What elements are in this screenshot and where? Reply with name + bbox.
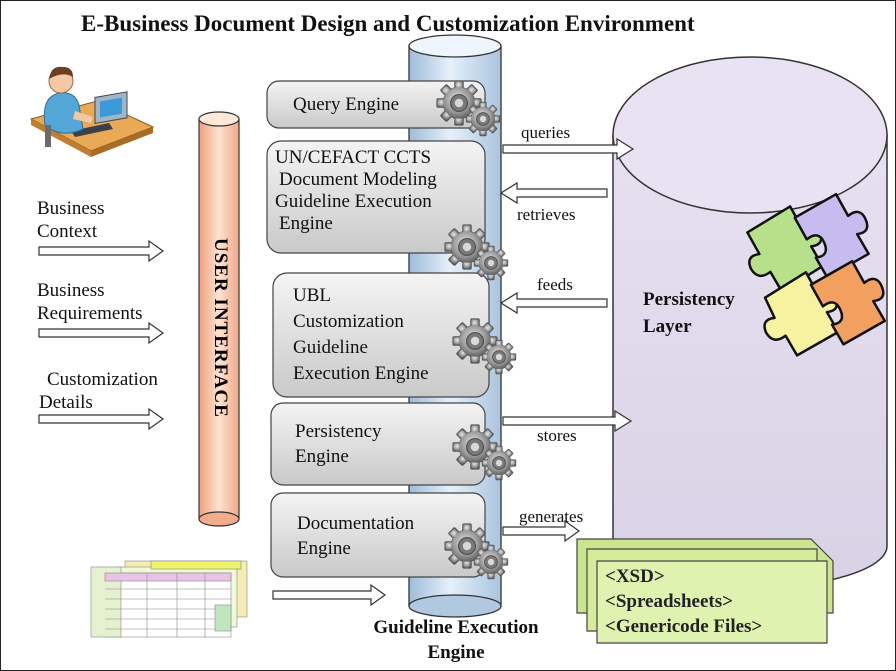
persistency-layer-line: Persistency <box>643 289 735 310</box>
ccts-engine-box <box>266 140 486 254</box>
engine-label-line: UBL <box>293 285 331 306</box>
flow-label-feeds: feeds <box>537 275 573 294</box>
output-genericode-files: <Genericode Files> <box>605 616 763 637</box>
persistency-layer-line: Layer <box>643 316 692 337</box>
puzzle-icon <box>746 192 887 357</box>
input-label-line: Requirements <box>37 303 143 324</box>
flow-arrows <box>499 137 635 543</box>
persistency-engine-label: Persistency Engine <box>295 419 382 469</box>
output-xsd: <XSD> <box>605 566 665 587</box>
input-label-line: Business <box>37 280 105 301</box>
output-documents-label: <XSD> <Spreadsheets> <Genericode Files> <box>605 564 762 639</box>
documentation-engine-box <box>270 492 486 578</box>
spreadsheet-thumbnail-icon <box>90 560 248 638</box>
user-interface-label: USER INTERFACE <box>210 238 231 418</box>
engine-label-line: Persistency <box>295 421 382 442</box>
diagram-title: E-Business Document Design and Customiza… <box>81 11 695 36</box>
output-documents <box>576 538 834 644</box>
guideline-execution-engine-label: Guideline Execution Engine <box>351 615 561 665</box>
persistency-layer-label: Persistency Layer <box>643 286 735 340</box>
engine-label-line: Engine <box>295 446 349 467</box>
input-label-line: Customization <box>47 369 158 390</box>
flow-label-stores: stores <box>537 426 577 445</box>
engine-label-line: UN/CEFACT CCTS <box>275 147 432 168</box>
input-business-requirements: Business Requirements <box>37 279 143 325</box>
input-customization-details: Customization Details <box>39 368 158 414</box>
flow-label-queries: queries <box>521 123 571 142</box>
engine-label-line: Engine <box>279 213 333 234</box>
user-at-computer-icon <box>29 66 155 157</box>
ubl-engine-label: UBL Customization Guideline Execution En… <box>293 283 429 387</box>
output-spreadsheets: <Spreadsheets> <box>605 591 733 612</box>
input-business-context: Business Context <box>37 197 105 243</box>
flow-label-retrieves: retrieves <box>517 205 576 224</box>
engine-label-line: Guideline <box>293 337 368 358</box>
guideline-label-line: Engine <box>427 642 485 663</box>
engine-label-line: Customization <box>293 311 404 332</box>
guideline-label-line: Guideline Execution <box>373 617 539 638</box>
persistency-layer-cylinder <box>612 56 888 589</box>
engine-label-line: Execution Engine <box>293 363 429 384</box>
engine-label-line: Document Modeling <box>279 169 437 190</box>
user-interface-cylinder <box>198 111 240 527</box>
query-engine-label: Query Engine <box>293 94 400 115</box>
engine-label-line: Engine <box>297 538 351 559</box>
documentation-engine-label: Documentation Engine <box>297 511 414 561</box>
input-arrows <box>38 239 387 607</box>
input-label-line: Details <box>39 392 93 413</box>
engine-label-line: Documentation <box>297 513 415 534</box>
flow-label-generates: generates <box>519 507 584 526</box>
input-label-line: Business <box>37 198 105 219</box>
engine-label-line: Guideline Execution <box>275 191 432 212</box>
ccts-engine-label: UN/CEFACT CCTS Document Modeling Guideli… <box>275 147 437 235</box>
input-label-line: Context <box>37 221 98 242</box>
